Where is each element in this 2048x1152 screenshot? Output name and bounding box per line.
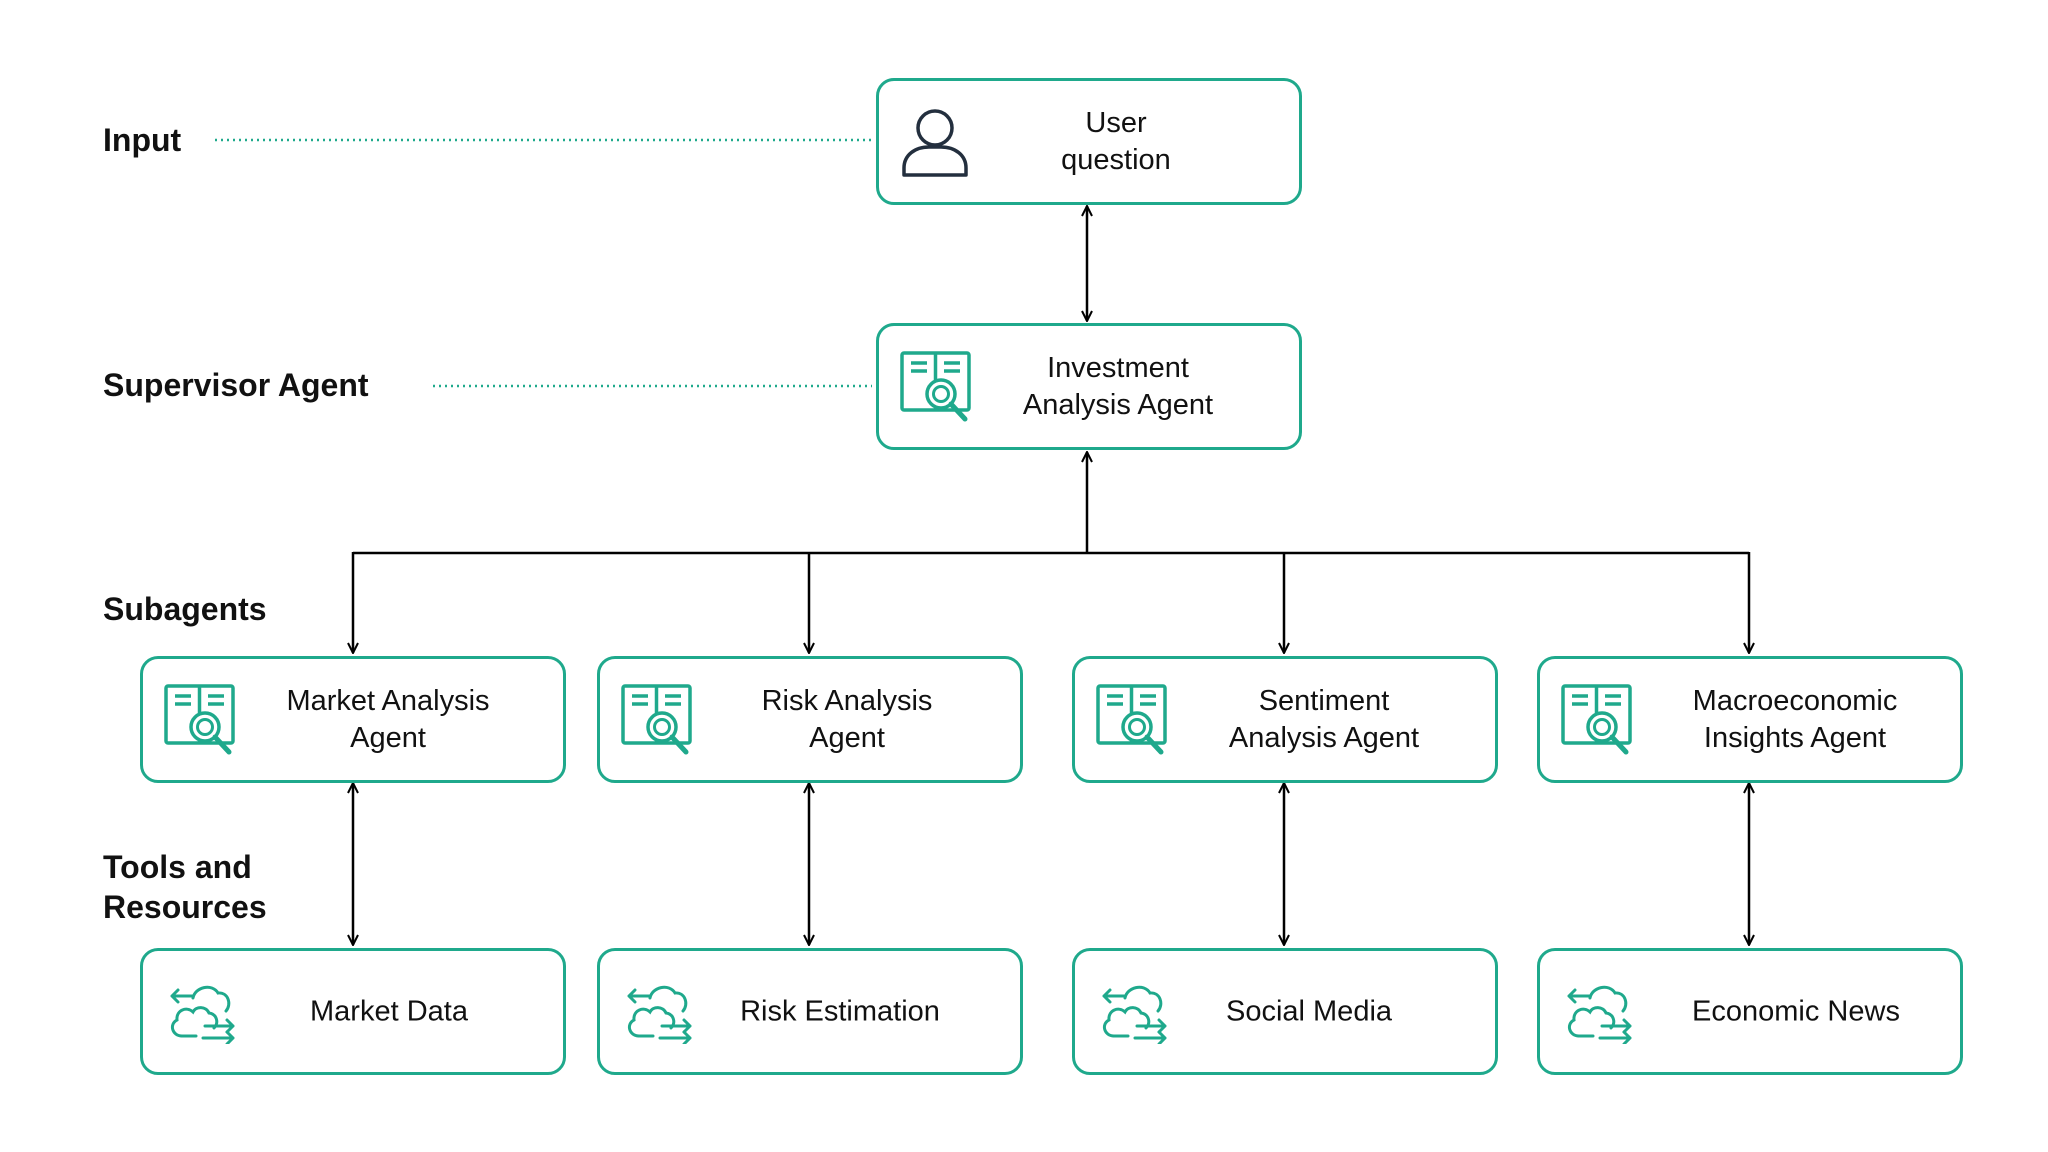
user-question-line1: User [1085, 106, 1147, 139]
risk-analysis-agent-label: Risk Analysis Agent [762, 683, 933, 757]
macroeconomic-insights-agent-node[interactable]: Macroeconomic Insights Agent [1537, 656, 1963, 783]
market-analysis-agent-label: Market Analysis Agent [286, 683, 489, 757]
economic-news-label: Economic News [1692, 995, 1900, 1027]
user-question-line2: question [1061, 143, 1171, 176]
cloud-transfer-icon [1567, 985, 1632, 1044]
risk-analysis-agent-line1: Risk Analysis [761, 684, 933, 717]
sentiment-analysis-agent-label: Sentiment Analysis Agent [1229, 683, 1419, 757]
supervisor-agent-line2: Analysis Agent [1022, 388, 1214, 421]
market-data-label: Market Data [310, 995, 468, 1027]
row-label-tools: Tools and Resources [103, 847, 267, 927]
document-search-icon [900, 350, 971, 421]
cloud-transfer-icon [1102, 985, 1167, 1044]
market-analysis-agent-line2: Agent [350, 721, 426, 754]
risk-analysis-agent-node[interactable]: Risk Analysis Agent [597, 656, 1023, 783]
document-search-icon [164, 683, 235, 754]
social-media-tool-node[interactable]: Social Media [1072, 948, 1498, 1075]
cloud-transfer-icon [170, 985, 235, 1044]
macroeconomic-insights-agent-label: Macroeconomic Insights Agent [1693, 683, 1898, 757]
row-label-subagents: Subagents [103, 591, 267, 627]
macroeconomic-insights-agent-line1: Macroeconomic [1692, 684, 1898, 717]
row-label-tools-line1: Tools and [103, 849, 252, 885]
supervisor-agent-line1: Investment [1047, 351, 1189, 384]
document-search-icon [621, 683, 692, 754]
macroeconomic-insights-agent-line2: Insights Agent [1703, 721, 1887, 754]
market-data-tool-node[interactable]: Market Data [140, 948, 566, 1075]
user-question-node[interactable]: User question [876, 78, 1302, 205]
market-analysis-agent-node[interactable]: Market Analysis Agent [140, 656, 566, 783]
risk-estimation-tool-node[interactable]: Risk Estimation [597, 948, 1023, 1075]
social-media-label: Social Media [1225, 995, 1393, 1027]
row-label-supervisor: Supervisor Agent [103, 367, 369, 403]
row-label-tools-line2: Resources [103, 889, 267, 925]
user-question-label: User question [1061, 105, 1171, 179]
cloud-transfer-icon [627, 985, 692, 1044]
supervisor-agent-node[interactable]: Investment Analysis Agent [876, 323, 1302, 450]
risk-estimation-label: Risk Estimation [740, 995, 940, 1027]
user-icon [902, 108, 968, 177]
market-analysis-agent-line1: Market Analysis [286, 684, 490, 717]
sentiment-analysis-agent-line1: Sentiment [1258, 684, 1390, 717]
risk-analysis-agent-line2: Agent [809, 721, 885, 754]
document-search-icon [1096, 683, 1167, 754]
document-search-icon [1561, 683, 1632, 754]
row-label-input: Input [103, 122, 182, 158]
sentiment-analysis-agent-node[interactable]: Sentiment Analysis Agent [1072, 656, 1498, 783]
sentiment-analysis-agent-line2: Analysis Agent [1228, 721, 1420, 754]
economic-news-tool-node[interactable]: Economic News [1537, 948, 1963, 1075]
supervisor-agent-label: Investment Analysis Agent [1023, 350, 1213, 424]
